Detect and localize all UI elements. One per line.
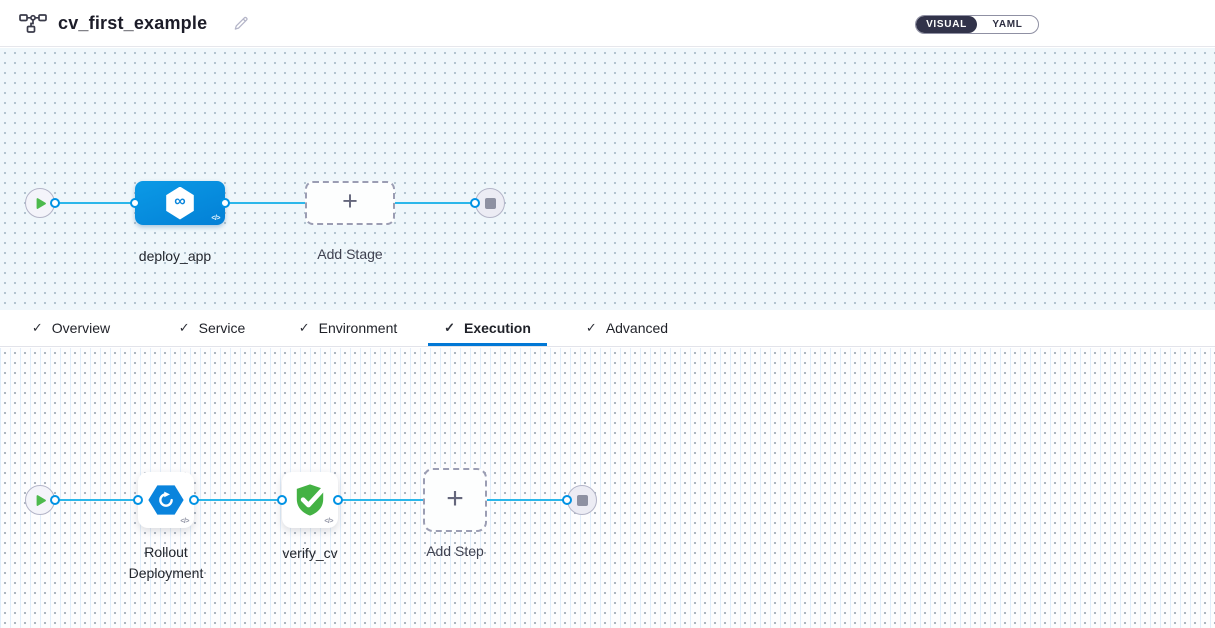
pipeline-header: cv_first_example VISUAL YAML (0, 0, 1215, 47)
connector-line (395, 202, 475, 204)
stage-label: deploy_app (138, 248, 212, 264)
connector-line (194, 499, 282, 501)
play-icon (34, 494, 47, 507)
stage-node-deploy-app[interactable]: ∞ </> (135, 181, 225, 225)
infinity-glyph: ∞ (174, 193, 186, 210)
check-icon: ✓ (444, 320, 455, 335)
toggle-yaml[interactable]: YAML (992, 19, 1023, 30)
tab-label: Overview (51, 320, 111, 336)
connector-line (55, 202, 135, 204)
tab-advanced[interactable]: ✓ Advanced (565, 310, 689, 346)
connector-port[interactable] (277, 495, 287, 505)
check-icon: ✓ (298, 320, 310, 335)
tab-overview[interactable]: ✓ Overview (8, 310, 134, 346)
connector-port[interactable] (189, 495, 199, 505)
pipeline-graph-icon (19, 12, 47, 40)
tab-service[interactable]: ✓ Service (156, 310, 268, 346)
add-step-button[interactable]: + (423, 468, 487, 532)
play-icon (34, 197, 47, 210)
step-node-verify-cv[interactable]: </> (282, 472, 338, 528)
connector-port[interactable] (562, 495, 572, 505)
connector-line (55, 499, 138, 501)
connector-port[interactable] (220, 198, 230, 208)
plus-icon: + (446, 481, 464, 515)
stage-canvas[interactable]: ∞ </> deploy_app + Add Stage (0, 48, 1215, 310)
connector-port[interactable] (333, 495, 343, 505)
code-badge-icon: </> (211, 215, 220, 222)
tab-label: Environment (318, 320, 398, 336)
execution-canvas[interactable]: </> Rollout Deployment </> verify_cv + A… (0, 348, 1215, 628)
connector-port[interactable] (130, 198, 140, 208)
verify-shield-icon (292, 482, 328, 518)
add-step-label: Add Step (426, 543, 484, 559)
stop-icon (484, 197, 496, 209)
code-badge-icon: </> (180, 518, 189, 525)
step-label: verify_cv (282, 545, 338, 561)
connector-port[interactable] (50, 198, 60, 208)
edit-pipeline-name-icon[interactable] (233, 16, 249, 32)
connector-port[interactable] (50, 495, 60, 505)
check-icon: ✓ (585, 320, 597, 335)
step-node-rollout-deployment[interactable]: </> (138, 472, 194, 528)
add-stage-label: Add Stage (317, 246, 383, 262)
connector-line (225, 202, 305, 204)
tab-environment[interactable]: ✓ Environment (281, 310, 415, 346)
view-toggle: VISUAL YAML (915, 15, 1039, 34)
step-label: Rollout Deployment (128, 544, 204, 581)
stop-icon (576, 494, 588, 506)
tab-label: Service (198, 320, 246, 336)
check-icon: ✓ (178, 320, 190, 335)
connector-line (338, 499, 423, 501)
connector-port[interactable] (470, 198, 480, 208)
connector-line (487, 499, 567, 501)
rollout-deployment-icon (148, 485, 184, 515)
cd-stage-icon: ∞ (166, 186, 194, 220)
check-icon: ✓ (31, 320, 43, 335)
tab-label: Execution (464, 320, 531, 336)
tab-label: Advanced (605, 320, 669, 336)
pipeline-end-node[interactable] (475, 188, 505, 218)
connector-port[interactable] (133, 495, 143, 505)
code-badge-icon: </> (324, 518, 333, 525)
plus-icon: + (342, 186, 358, 216)
add-stage-button[interactable]: + (305, 181, 395, 225)
pipeline-title: cv_first_example (58, 13, 208, 33)
toggle-visual[interactable]: VISUAL (916, 16, 977, 33)
stage-tabs-bar: ✓ Overview ✓ Service ✓ Environment ✓ Exe… (0, 310, 1215, 347)
tab-execution[interactable]: ✓ Execution (428, 310, 547, 346)
